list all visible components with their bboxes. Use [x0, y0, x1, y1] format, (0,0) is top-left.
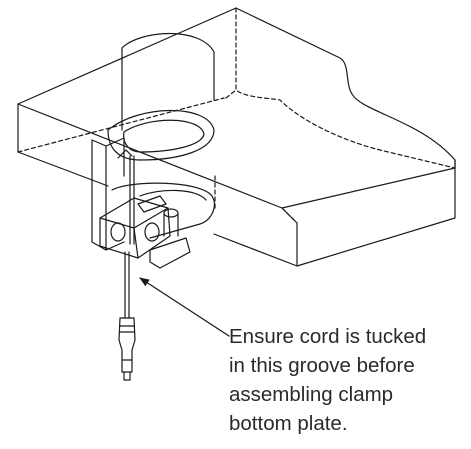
- clamp-knob: [163, 213, 179, 237]
- callout-line-1: Ensure cord is tucked: [229, 325, 427, 348]
- callout-leader-line: [139, 277, 230, 337]
- clamp-knob-top: [163, 208, 179, 218]
- clamp-collar: [107, 109, 215, 161]
- clamp-lower-arm-top: [139, 189, 207, 201]
- cord-plug-rings: [119, 325, 135, 361]
- power-cord: [124, 251, 130, 319]
- cord-plug: [118, 317, 136, 373]
- tabletop-front-edge: [17, 103, 109, 187]
- tabletop-right-edge: [281, 159, 456, 267]
- callout-line-4: bottom plate.: [229, 412, 348, 435]
- clamp-bottom-plate: [149, 237, 191, 269]
- clamp-lower-arm: [111, 182, 215, 239]
- screw-hole-left: [110, 222, 126, 242]
- clamp-block: [99, 197, 171, 259]
- cord-plug-tip: [123, 371, 131, 381]
- clamp-block-top: [99, 207, 169, 259]
- tabletop-hidden-edges: [17, 7, 456, 224]
- tabletop-bottom-edge: [213, 233, 298, 267]
- clamp-body-hook: [117, 149, 133, 159]
- callout-text: Ensure cord is tucked in this groove bef…: [229, 322, 469, 438]
- clamp-post: [121, 33, 215, 131]
- tabletop-top-outline: [17, 7, 456, 209]
- screw-hole-right: [144, 222, 160, 242]
- callout-line-2: in this groove before: [229, 354, 415, 377]
- callout-line-3: assembling clamp: [229, 383, 394, 406]
- clamp-collar-inner: [123, 119, 205, 153]
- clamp-block-slot: [137, 195, 167, 213]
- clamp-body: [91, 139, 107, 251]
